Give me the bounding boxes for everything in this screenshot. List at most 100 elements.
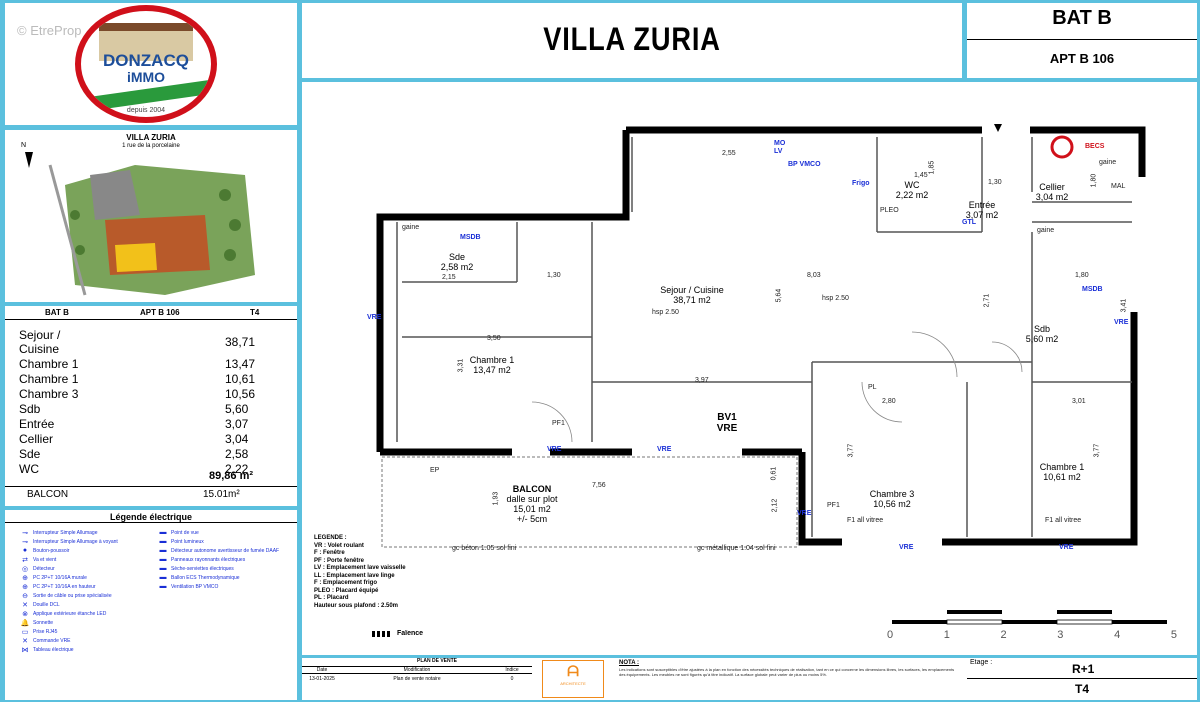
metal-label: gc métallique 1.04 sol fini (697, 545, 776, 552)
surface-value: 38,71 (224, 335, 255, 349)
dim-20: 1,85 (928, 160, 936, 175)
legend-symbol-icon: ● (22, 547, 28, 554)
vre-label-7: VRE (1114, 319, 1129, 326)
legend-symbol-icon: ▭ (21, 628, 29, 636)
legend-item: ▭Prise RJ45 (17, 627, 152, 636)
gaine-label-1: gaine (1099, 159, 1117, 166)
room-chambre3: Chambre 3 10,56 m2 (869, 489, 915, 509)
legend-item: ▬Point lumineux (155, 537, 290, 546)
watermark: © EtreProp (17, 23, 82, 38)
site-address: 1 rue de la porcelaine (122, 143, 180, 149)
msdb-label-1: MSDB (460, 234, 481, 241)
dim-14: 3,31 (457, 358, 465, 373)
room-sde: Sde 2,58 m2 (440, 252, 474, 272)
cartouche-header-row: Date Modification Indice (302, 666, 532, 674)
room-sdb: Sdb 5,60 m2 (1025, 324, 1059, 344)
legend-symbol-icon: ▬ (159, 574, 167, 581)
legend-item: ▬ Panneaux rayonnants électriques (155, 555, 290, 564)
dim-18: 2,71 (983, 293, 991, 308)
surface-value: 10,61 (224, 371, 255, 386)
surface-value: 13,47 (224, 356, 255, 371)
legend-text: PC 2P+T 10/16A murale (33, 574, 87, 581)
dim-2: 8,03 (807, 272, 821, 279)
etage-value: R+1 (1072, 662, 1095, 676)
legend-text: Sonnette (33, 619, 54, 626)
legend-left-list: ⊸Interrupteur Simple Allumage⊸Interrupte… (17, 528, 152, 654)
dim-23: 0,61 (770, 466, 778, 481)
legend-item: ▬Sèche-serviettes électriques (155, 564, 290, 573)
surface-room: Entrée (19, 416, 55, 431)
cartouche-panel: PLAN DE VENTE Date Modification Indice 1… (302, 658, 1197, 700)
bat-panel: BAT B APT B 106 (967, 3, 1197, 78)
mal-label: MAL (1111, 183, 1126, 190)
dim-9: 1,45 (914, 172, 928, 179)
legend-symbol-icon: ▬ (159, 538, 167, 545)
cartouche-row: 13-01-2025 Plan de vente notaire 0 (309, 676, 514, 682)
legend-symbol-icon: ▬ (159, 547, 167, 554)
etage-label: Etage : (970, 659, 993, 666)
scale-number: 2 (1000, 629, 1007, 641)
dim-4: 3,50 (487, 335, 501, 342)
legend-item: ▬Ventilation BP VMCO (155, 582, 290, 591)
legend-item: ⇄Va et vient (17, 555, 152, 564)
site-title: VILLA ZURIA (126, 133, 176, 142)
project-title: VILLA ZURIA (543, 21, 721, 57)
surface-value: 5,60 (224, 401, 249, 416)
legend-text: Détecteur (33, 565, 55, 572)
legend-item: ▬Point de vue (155, 528, 290, 537)
pl-label: PL (868, 384, 877, 391)
legend-item: ⊗Applique extérieure étanche LED (17, 609, 152, 618)
msdb-label-2: MSDB (1082, 286, 1103, 293)
legend-symbol-icon: ⊖ (22, 592, 28, 600)
electric-legend-panel: Légende électrique ⊸Interrupteur Simple … (5, 510, 297, 700)
surface-value: 3,07 (224, 416, 249, 431)
legend-symbol-icon: ▬ (159, 556, 167, 563)
legend-text: Panneaux rayonnants électriques (171, 556, 246, 563)
vre-label-1: VRE (367, 314, 382, 321)
north-arrow-icon (25, 152, 33, 168)
legend-text: Interrupteur Simple Allumage à voyant (33, 538, 118, 545)
legend-item: ⊕ PC 2P+T 10/16A murale (17, 573, 152, 582)
f1-vitree-label-1: F1 all vitree (847, 517, 884, 524)
legend-item: ▬Détecteur autonome avertisseur de fumée… (155, 546, 290, 555)
room-chambre1b: Chambre 1 10,61 m2 (1039, 462, 1085, 482)
floor-plan-panel: Sejour / Cuisine 38,71 m2 Chambre 1 13,4… (302, 82, 1197, 655)
legend-symbol-icon: ⊕ (22, 574, 28, 582)
dim-22: 2,12 (771, 498, 779, 513)
plan-legend-item: LL : Emplacement lave linge (314, 572, 395, 579)
dim-3: 2,15 (442, 274, 456, 281)
vre-label-5: VRE (1059, 544, 1074, 551)
gaine-label-2: gaine (402, 224, 420, 231)
summary-total: 89,86 m² (209, 470, 254, 482)
scale-number: 5 (1170, 629, 1177, 641)
hsp-label-2: hsp 2.50 (822, 295, 849, 302)
surface-value: 2,22 (224, 461, 249, 476)
vre-label-4: VRE (899, 544, 914, 551)
beton-label: gc béton 1.05 sol fini (452, 545, 517, 552)
legend-item: ⋈Tableau électrique (17, 645, 152, 654)
plan-legend-item: VR : Volet roulant (314, 542, 364, 549)
legend-symbol-icon: ⊸ (22, 529, 28, 537)
dim-13: 1,93 (492, 491, 500, 506)
title-panel: VILLA ZURIA (302, 3, 962, 78)
dim-21: 1,80 (1090, 173, 1098, 188)
surface-room: Cellier (19, 431, 54, 446)
plan-legend-item: F : Emplacement frigo (314, 580, 378, 586)
dim-8: 1,80 (1075, 272, 1089, 279)
room-bv1: BV1 VRE (716, 412, 738, 434)
legend-text: Point de vue (171, 529, 199, 536)
room-balcon: BALCON dalle sur plot 15,01 m2 +/- 5cm (506, 484, 558, 524)
legend-symbol-icon: ⊗ (22, 610, 28, 618)
plan-legend-item: PL : Placard (314, 595, 349, 601)
legend-item: ⊖ Sortie de câble ou prise spécialisée (17, 591, 152, 600)
dim-12: 7,56 (592, 482, 606, 489)
room-sejour: Sejour / Cuisine 38,71 m2 (660, 285, 724, 305)
legend-text: Sortie de câble ou prise spécialisée (33, 592, 112, 599)
plan-legend-item: PLEO : Placard équipé (314, 587, 379, 594)
surface-room: Sde (19, 446, 41, 461)
